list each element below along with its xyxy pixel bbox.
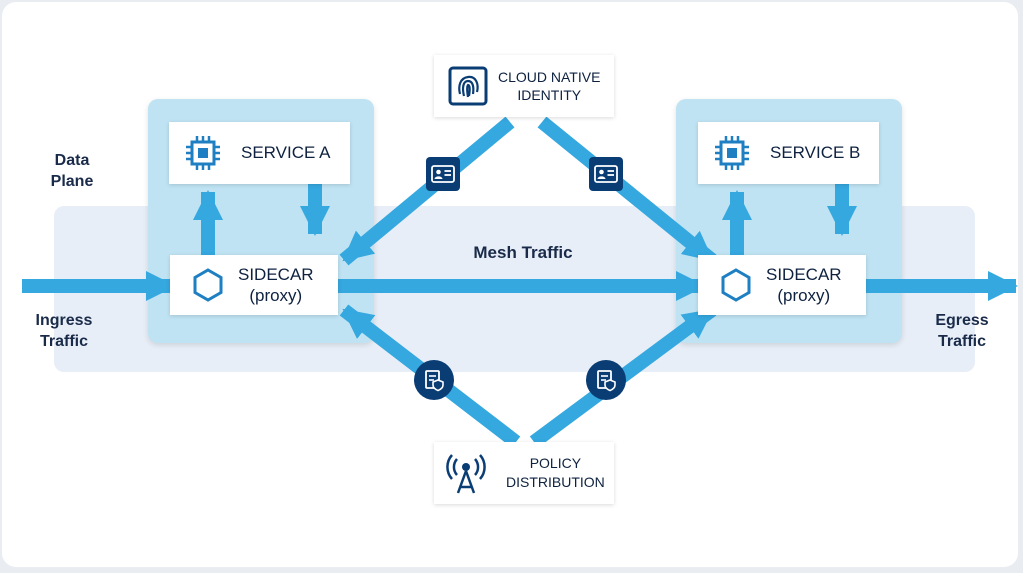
policy-label-line1: POLICY [529,455,582,471]
cloud-identity-label-line1: CLOUD NATIVE [498,69,601,85]
sidecar-b-label-line2: (proxy) [777,286,831,305]
service-b-box: SERVICE B [698,122,879,184]
arrows-layer [22,116,1018,448]
diagram-canvas: CLOUD NATIVE IDENTITY SERVICE A [2,2,1018,567]
mesh-traffic-label: Mesh Traffic [473,243,573,262]
data-plane-label: Data Plane [36,150,108,192]
sidecar-b-label-line1: SIDECAR [766,265,842,284]
cloud-native-identity-box: CLOUD NATIVE IDENTITY [434,55,614,117]
sidecar-b-box: SIDECAR (proxy) [698,255,866,315]
service-a-label: SERVICE A [241,143,331,162]
id-card-icon [426,157,460,191]
identity-to-sidecar-a-arrow [339,116,515,266]
cpu-chip-icon [712,133,752,173]
hexagon-icon [720,267,752,303]
identity-to-sidecar-b-arrow [537,116,717,266]
cpu-chip-icon [183,133,223,173]
policy-distribution-box: POLICY DISTRIBUTION [434,442,614,504]
ingress-label-line1: Ingress [35,312,93,329]
id-card-icon [589,157,623,191]
fingerprint-icon [448,66,488,106]
hexagon-icon [192,267,224,303]
service-a-box: SERVICE A [169,122,350,184]
service-b-label: SERVICE B [770,143,861,162]
ingress-traffic-label: Ingress Traffic [18,310,110,352]
ingress-label-line2: Traffic [39,333,88,350]
sidecar-a-label-line1: SIDECAR [238,265,314,284]
shield-document-icon [414,360,454,400]
sidecar-a-box: SIDECAR (proxy) [170,255,338,315]
egress-label-line1: Egress [935,312,989,329]
policy-label-line2: DISTRIBUTION [506,474,605,490]
egress-traffic-label: Egress Traffic [916,310,1008,352]
data-plane-label-line2: Plane [50,173,94,190]
cloud-identity-label-line2: IDENTITY [517,87,582,103]
broadcast-tower-icon [446,451,486,495]
sidecar-a-label-line2: (proxy) [249,286,303,305]
shield-document-icon [586,360,626,400]
data-plane-label-line1: Data [54,152,90,169]
egress-label-line2: Traffic [937,333,986,350]
